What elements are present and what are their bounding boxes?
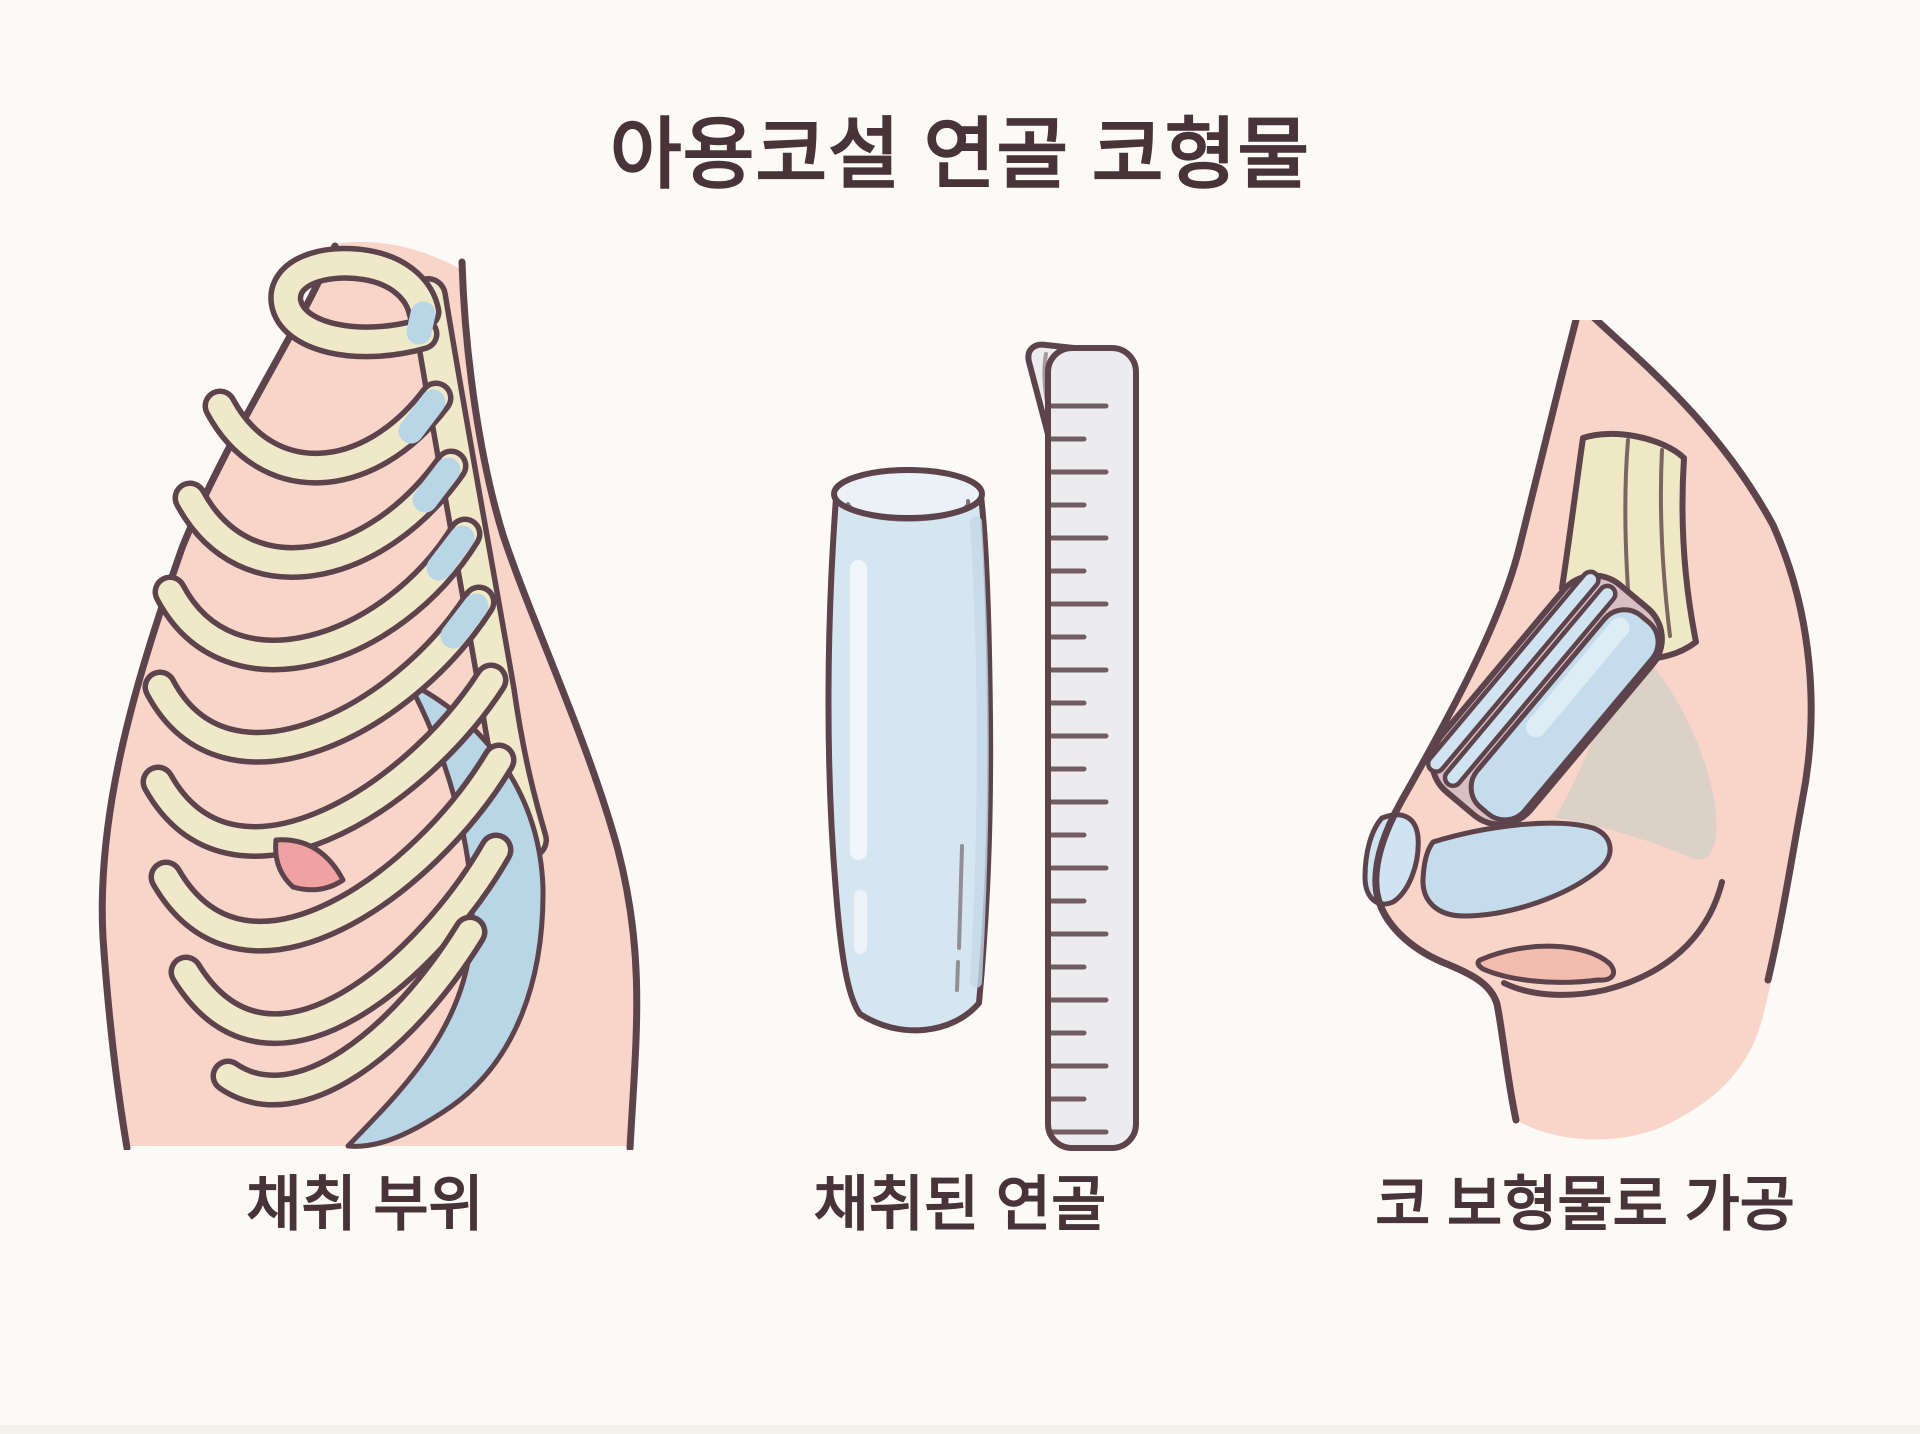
nose-profile-illustration: [1362, 320, 1815, 1140]
label-harvested-cartilage: 채취된 연골: [813, 1171, 1107, 1238]
cylinder-side-shade: [970, 516, 989, 988]
label-harvest-site: 채취 부위: [246, 1171, 484, 1238]
torso-back-outline: [98, 242, 339, 1150]
ruler-ticks: [1050, 394, 1134, 1142]
cartilage-cylinder: [825, 467, 994, 1034]
cylinder-rim-line: [846, 499, 971, 522]
cheek-outline: [1591, 320, 1815, 984]
ribcage-illustration: [98, 241, 641, 1150]
incision-mark: [273, 837, 346, 893]
nostril: [1475, 943, 1616, 985]
implant-slat-thin-1: [1425, 569, 1601, 774]
cylinder-body: [825, 481, 994, 1034]
cylinder-highlight-small: [854, 890, 867, 954]
lateral-shadow: [1555, 640, 1717, 860]
cylinder-highlight: [850, 560, 867, 860]
cartilage-and-ruler-illustration: [825, 341, 1139, 1151]
ruler: [1025, 341, 1139, 1151]
dorsal-implant-group: [1425, 569, 1665, 828]
ribs: [140, 245, 517, 1108]
rib-cartilage-segments: [398, 301, 489, 649]
nasolabial-curve: [1501, 879, 1725, 998]
implant-slat-highlight: [1525, 617, 1630, 738]
implant-slat-thin-2: [1442, 583, 1618, 789]
implant-slat-wide: [1468, 607, 1661, 823]
cylinder-texture-dash: [955, 844, 964, 992]
tip-cartilage-wing: [1420, 820, 1613, 919]
torso-front-outline: [458, 258, 641, 1150]
label-nose-implant: 코 보형물로 가공: [1375, 1171, 1795, 1238]
nose-bridge-outline: [1372, 320, 1580, 1124]
bottom-edge-shade: [0, 1425, 1920, 1434]
page-title: 아용코설 연골 코형물: [609, 110, 1311, 198]
